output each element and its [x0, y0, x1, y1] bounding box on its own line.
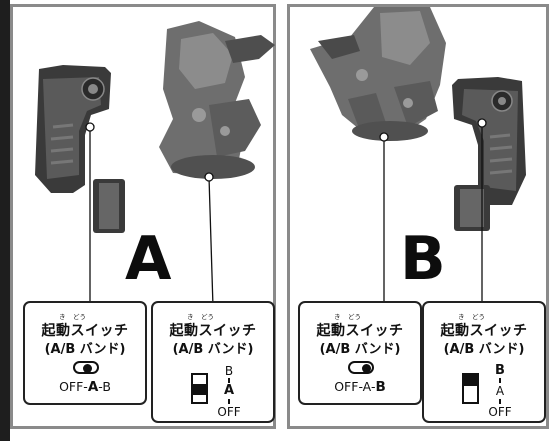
ruby-ki: き [59, 313, 66, 321]
mode-letter-a: A [125, 224, 172, 294]
panel-a-artwork [35, 21, 275, 308]
slider-label-top: B [224, 364, 234, 378]
slide-switch-icon [191, 373, 208, 404]
ruby-dou: どう [348, 313, 361, 321]
ruby-dou: どう [201, 313, 214, 321]
box-title: 起動スイッチ [169, 323, 257, 339]
box-subtitle: (A/B バンド) [319, 342, 401, 357]
box-subtitle: (A/B バンド) [443, 342, 525, 357]
mode-sequence: OFF-A-B [59, 379, 111, 395]
ruby-ki: き [334, 313, 341, 321]
slider-label-selected: A [223, 383, 235, 398]
ruby-ki: き [187, 313, 194, 321]
controller-grip-icon [452, 77, 526, 231]
ruby-dou: どう [73, 313, 86, 321]
selected-mode: B [375, 379, 386, 395]
box-title: 起動スイッチ [316, 323, 404, 339]
box-subtitle: (A/B バンド) [44, 342, 126, 357]
ruby-ki: き [458, 313, 465, 321]
slider-label-mid: A [495, 384, 505, 398]
robot-figure-icon [310, 7, 446, 141]
box-title: 起動スイッチ [440, 323, 528, 339]
ruby-dou: どう [472, 313, 485, 321]
slider-label-selected: B [495, 363, 505, 378]
toggle-switch-icon [73, 361, 99, 374]
band-switch-box: き どう 起動スイッチ (A/B バンド) OFF-A-B [298, 301, 422, 405]
panel-a: A き どう 起動スイッチ (A/B バンド) OFF-A-B き どう 起動ス… [10, 4, 276, 429]
power-switch-box: き どう 起動スイッチ (A/B バンド) B A OFF [422, 301, 546, 423]
robot-figure-icon [159, 21, 275, 179]
slider-label-bottom: OFF [488, 405, 512, 419]
selected-mode: A [87, 379, 99, 395]
left-binding-strip [0, 0, 10, 441]
controller-grip-icon [35, 65, 125, 233]
mode-sequence: OFF-A-B [334, 379, 386, 395]
toggle-switch-icon [348, 361, 374, 374]
mode-letter-b: B [400, 224, 446, 294]
box-subtitle: (A/B バンド) [172, 342, 254, 357]
slider-label-bottom: OFF [217, 405, 241, 419]
band-switch-box: き どう 起動スイッチ (A/B バンド) OFF-A-B [23, 301, 147, 405]
slide-switch-icon [462, 373, 479, 404]
power-switch-box: き どう 起動スイッチ (A/B バンド) B A OFF [151, 301, 275, 423]
panel-b: B き どう 起動スイッチ (A/B バンド) OFF-A-B き どう 起動ス… [287, 4, 549, 429]
panel-b-artwork [310, 7, 526, 309]
box-title: 起動スイッチ [41, 323, 129, 339]
